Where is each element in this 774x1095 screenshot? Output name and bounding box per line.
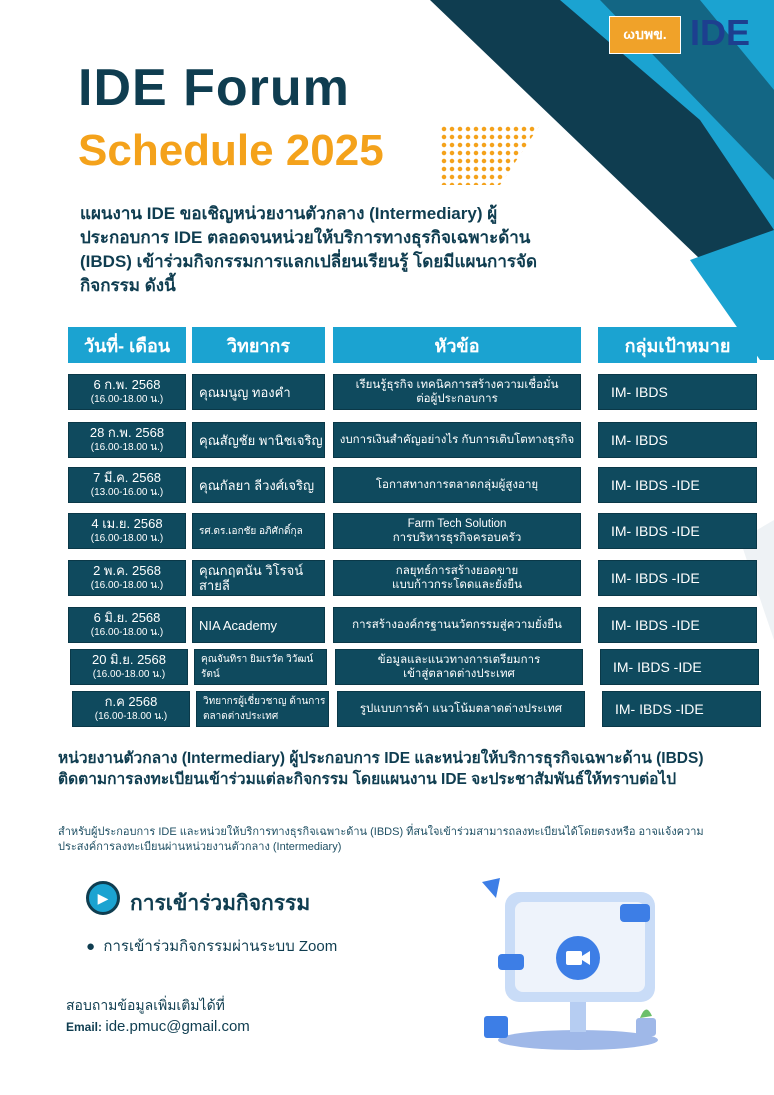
date-text: (16.00-18.00 น.) <box>90 533 164 544</box>
target-text: IM- IBDS -IDE <box>611 476 700 493</box>
row-2-target: IM- IBDS <box>598 422 757 458</box>
date-text: 6 มิ.ย. 2568 <box>93 610 161 625</box>
join-item-text: การเข้าร่วมกิจกรรมผ่านระบบ Zoom <box>103 938 338 955</box>
join-item: ● การเข้าร่วมกิจกรรมผ่านระบบ Zoom <box>86 938 338 955</box>
date-text: (16.00-18.00 น.) <box>90 394 164 405</box>
topic-text: รูปแบบการค้า แนวโน้มตลาดต่างประเทศ <box>359 703 563 715</box>
row-5-topic: กลยุทธ์การสร้างยอดขายแบบก้าวกระโดดและยั่… <box>333 560 581 596</box>
join-heading: การเข้าร่วมกิจกรรม <box>130 892 311 915</box>
row-4-date: 4 เม.ย. 2568 (16.00-18.00 น.) <box>68 513 186 549</box>
intro-text: แผนงาน IDE ขอเชิญหน่วยงานตัวกลาง (Interm… <box>80 204 537 295</box>
row-2-topic: งบการเงินสำคัญอย่างไร กับการเติบโตทางธุร… <box>333 422 581 458</box>
topic-text: ข้อมูลและแนวทางการเตรียมการ <box>377 654 541 666</box>
row-3-target: IM- IBDS -IDE <box>598 467 757 503</box>
date-text: 28 ก.พ. 2568 <box>89 425 165 440</box>
row-4-topic: Farm Tech Solution การบริหารธุรกิจครอบครั… <box>333 513 581 549</box>
target-text: IM- IBDS -IDE <box>611 616 700 633</box>
row-7-topic: ข้อมูลและแนวทางการเตรียมการเข้าสู่ตลาดต่… <box>335 649 583 685</box>
row-3-date: 7 มี.ค. 2568 (13.00-16.00 น.) <box>68 467 186 503</box>
date-text: 20 มิ.ย. 2568 <box>91 652 166 667</box>
row-1-date: 6 ก.พ. 2568 (16.00-18.00 น.) <box>68 374 186 410</box>
topic-text: การบริหารธุรกิจครอบครัว <box>392 532 522 544</box>
target-text: IM- IBDS -IDE <box>611 522 700 539</box>
row-1-target: IM- IBDS <box>598 374 757 410</box>
target-text: IM- IBDS <box>611 431 668 448</box>
row-2-date: 28 ก.พ. 2568 (16.00-18.00 น.) <box>68 422 186 458</box>
speaker-text: คุณกัลยา ลีวงศ์เจริญ <box>199 477 315 493</box>
date-text: 2 พ.ค. 2568 <box>93 563 161 578</box>
topic-text: กลยุทธ์การสร้างยอดขาย <box>395 565 519 577</box>
topic-text: ต่อผู้ประกอบการ <box>416 393 498 405</box>
target-text: IM- IBDS <box>611 383 668 400</box>
row-1-topic: เรียนรู้ธุรกิจ เทคนิคการสร้างความเชื่อมั… <box>333 374 581 410</box>
row-5-target: IM- IBDS -IDE <box>598 560 757 596</box>
row-3-speaker: คุณกัลยา ลีวงศ์เจริญ <box>192 467 325 503</box>
date-text: ก.ค 2568 <box>104 694 158 709</box>
date-text: (16.00-18.00 น.) <box>92 669 166 680</box>
header-target: กลุ่มเป้าหมาย <box>598 327 757 363</box>
topic-text: Farm Tech Solution <box>407 518 507 530</box>
speaker-text: วิทยากรผู้เชี่ยวชาญ ด้านการตลาดต่างประเท… <box>203 696 326 722</box>
row-5-date: 2 พ.ค. 2568 (16.00-18.00 น.) <box>68 560 186 596</box>
ide-logo: IDE <box>690 12 751 53</box>
row-7-date: 20 มิ.ย. 2568 (16.00-18.00 น.) <box>70 649 188 685</box>
date-text: (13.00-16.00 น.) <box>90 487 164 498</box>
target-text: IM- IBDS -IDE <box>613 658 702 675</box>
dot-pattern <box>440 125 540 185</box>
contact-label: สอบถามข้อมูลเพิ่มเติมได้ที่ <box>66 997 225 1013</box>
speaker-text: คุณสัญชัย พานิชเจริญ <box>199 432 323 448</box>
page-title: IDE Forum <box>78 59 350 117</box>
video-call-illustration <box>482 878 658 1050</box>
email-label: Email: <box>66 1020 103 1034</box>
date-text: (16.00-18.00 น.) <box>94 711 168 722</box>
row-4-target: IM- IBDS -IDE <box>598 513 757 549</box>
topic-text: โอกาสทางการตลาดกลุ่มผู้สูงอายุ <box>375 479 539 491</box>
header-speaker: วิทยากร <box>192 327 325 363</box>
date-text: (16.00-18.00 น.) <box>90 442 164 453</box>
row-8-target: IM- IBDS -IDE <box>602 691 761 727</box>
topic-text: แบบก้าวกระโดดและยั่งยืน <box>392 579 522 591</box>
date-text: 4 เม.ย. 2568 <box>91 516 163 531</box>
speaker-text: NIA Academy <box>199 617 278 633</box>
row-2-speaker: คุณสัญชัย พานิชเจริญ <box>192 422 325 458</box>
target-text: IM- IBDS -IDE <box>611 569 700 586</box>
row-8-speaker: วิทยากรผู้เชี่ยวชาญ ด้านการตลาดต่างประเท… <box>196 691 329 727</box>
registration-note: หน่วยงานตัวกลาง (Intermediary) ผู้ประกอบ… <box>58 750 704 788</box>
row-3-topic: โอกาสทางการตลาดกลุ่มผู้สูงอายุ <box>333 467 581 503</box>
row-7-speaker: คุณจันทิรา ยิมเรวัต วิวัฒน์รัตน์ <box>194 649 327 685</box>
topic-text: เข้าสู่ตลาดต่างประเทศ <box>403 668 515 680</box>
row-6-topic: การสร้างองค์กรฐานนวัตกรรมสู่ความยั่งยืน <box>333 607 581 643</box>
topic-text: การสร้างองค์กรฐานนวัตกรรมสู่ความยั่งยืน <box>352 619 562 631</box>
speaker-text: คุณจันทิรา ยิมเรวัต วิวัฒน์รัตน์ <box>201 654 314 680</box>
row-6-date: 6 มิ.ย. 2568 (16.00-18.00 น.) <box>68 607 186 643</box>
page-subtitle: Schedule 2025 <box>78 126 384 175</box>
row-4-speaker: รศ.ดร.เอกชัย อภิศักดิ์กุล <box>192 513 325 549</box>
registration-detail: สำหรับผู้ประกอบการ IDE และหน่วยให้บริการ… <box>58 826 704 853</box>
row-5-speaker: คุณกฤตนัน วิโรจน์สายลี <box>192 560 325 596</box>
contact-email: Email: ide.pmuc@gmail.com <box>66 1018 250 1035</box>
topic-text: งบการเงินสำคัญอย่างไร กับการเติบโตทางธุร… <box>339 434 575 446</box>
row-6-speaker: NIA Academy <box>192 607 325 643</box>
speaker-text: คุณกฤตนัน วิโรจน์สายลี <box>199 563 304 593</box>
date-text: 6 ก.พ. 2568 <box>93 377 161 392</box>
row-6-target: IM- IBDS -IDE <box>598 607 757 643</box>
row-8-date: ก.ค 2568 (16.00-18.00 น.) <box>72 691 190 727</box>
speaker-text: รศ.ดร.เอกชัย อภิศักดิ์กุล <box>199 525 303 537</box>
row-1-speaker: คุณมนูญ ทองคำ <box>192 374 325 410</box>
topic-text: เรียนรู้ธุรกิจ เทคนิคการสร้างความเชื่อมั… <box>355 379 559 391</box>
row-7-target: IM- IBDS -IDE <box>600 649 759 685</box>
row-8-topic: รูปแบบการค้า แนวโน้มตลาดต่างประเทศ <box>337 691 585 727</box>
date-text: (16.00-18.00 น.) <box>90 580 164 591</box>
target-text: IM- IBDS -IDE <box>615 700 704 717</box>
email-address[interactable]: ide.pmuc@gmail.com <box>105 1018 250 1035</box>
header-date: วันที่- เดือน <box>68 327 186 363</box>
play-arrow-icon: ▶ <box>86 881 120 915</box>
speaker-text: คุณมนูญ ทองคำ <box>199 384 291 400</box>
date-text: (16.00-18.00 น.) <box>90 627 164 638</box>
bpwk-logo: ωบพข. <box>609 16 681 54</box>
header-topic: หัวข้อ <box>333 327 581 363</box>
date-text: 7 มี.ค. 2568 <box>93 470 161 485</box>
